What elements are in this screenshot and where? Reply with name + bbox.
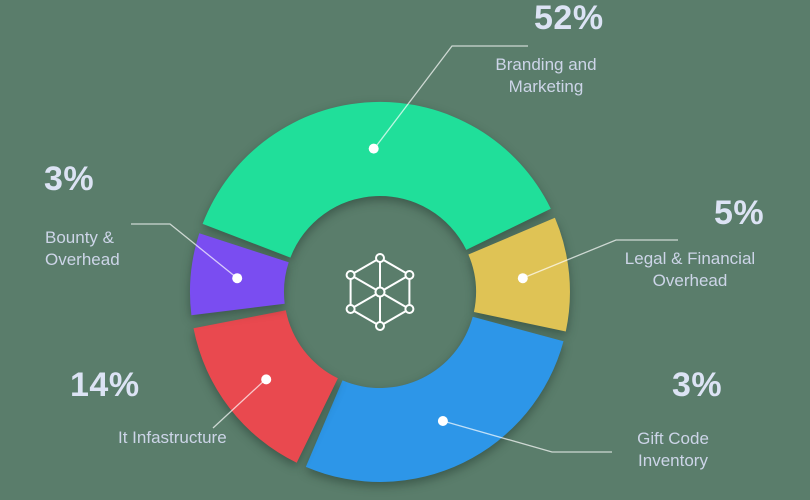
leader-line-0 xyxy=(373,45,528,150)
pie-slice-2 xyxy=(305,316,564,482)
leader-lines xyxy=(131,45,678,453)
pie-slice-0 xyxy=(202,101,551,258)
leader-line-2 xyxy=(442,420,612,453)
hexagon-network-icon xyxy=(345,253,415,331)
pie-slice-3 xyxy=(193,310,338,463)
percent-label-legal: 5% xyxy=(714,194,765,232)
percent-label-bounty: 3% xyxy=(44,160,95,198)
percent-label-branding: 52% xyxy=(534,0,604,37)
donut-slices xyxy=(189,101,570,482)
leader-line-3 xyxy=(212,378,267,429)
percent-label-it: 14% xyxy=(70,366,140,404)
pie-slice-1 xyxy=(468,217,570,332)
category-label-it: It Infastructure xyxy=(118,428,227,447)
slice-dot-1 xyxy=(517,273,528,284)
slice-dots xyxy=(232,143,528,426)
slice-dot-3 xyxy=(261,374,272,385)
slice-dot-4 xyxy=(232,273,243,284)
category-label-branding: Branding and Marketing xyxy=(495,55,597,97)
slice-dot-2 xyxy=(437,416,448,426)
percent-label-giftcode: 3% xyxy=(672,366,723,404)
leader-line-1 xyxy=(522,239,678,279)
leader-line-4 xyxy=(131,223,238,279)
category-label-giftcode: Gift Code Inventory xyxy=(637,429,709,471)
category-label-bounty: Bounty & Overhead xyxy=(45,228,120,270)
slice-dot-0 xyxy=(368,143,379,154)
category-label-legal: Legal & Financial Overhead xyxy=(624,249,756,291)
